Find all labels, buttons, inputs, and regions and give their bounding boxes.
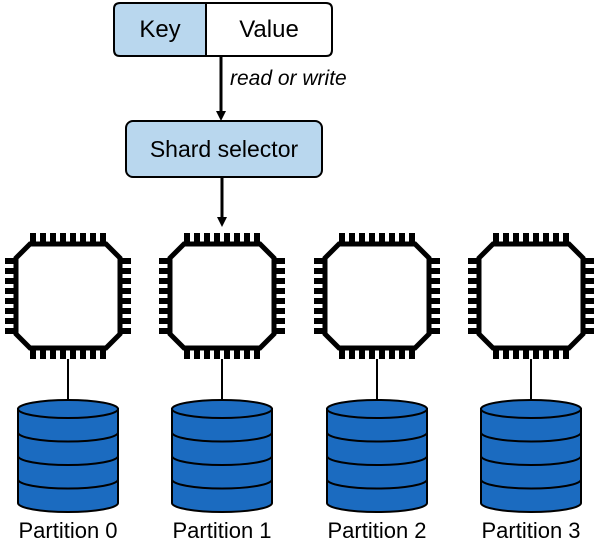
key-cell bbox=[113, 2, 207, 57]
database-icon bbox=[171, 399, 273, 513]
database-icon bbox=[480, 399, 582, 513]
processor-chip-icon bbox=[468, 233, 594, 359]
partition-3: Partition 3 bbox=[468, 233, 594, 543]
database-icon bbox=[17, 399, 119, 513]
partition-label: Partition 0 bbox=[18, 518, 117, 543]
shard-selector: Shard selector bbox=[125, 120, 323, 178]
database-icon bbox=[326, 399, 428, 513]
partition-1: Partition 1 bbox=[159, 233, 285, 543]
shard-selector-box bbox=[125, 120, 323, 178]
shard-selector-label: Shard selector bbox=[150, 136, 299, 162]
partition-2: Partition 2 bbox=[314, 233, 440, 543]
operation-label: read or write bbox=[230, 67, 347, 90]
partitions: Partition 0 Partition 1 Partition 2 Partiti… bbox=[5, 233, 594, 543]
processor-chip-icon bbox=[5, 233, 131, 359]
partition-label: Partition 1 bbox=[172, 518, 271, 543]
key-label: Key bbox=[139, 16, 180, 43]
processor-chip-icon bbox=[314, 233, 440, 359]
value-cell bbox=[205, 2, 333, 57]
partition-label: Partition 3 bbox=[481, 518, 580, 543]
value-label: Value bbox=[239, 16, 299, 43]
processor-chip-icon bbox=[159, 233, 285, 359]
partition-0: Partition 0 bbox=[5, 233, 131, 543]
partition-label: Partition 2 bbox=[327, 518, 426, 543]
key-value-record: Key Value bbox=[113, 2, 333, 57]
